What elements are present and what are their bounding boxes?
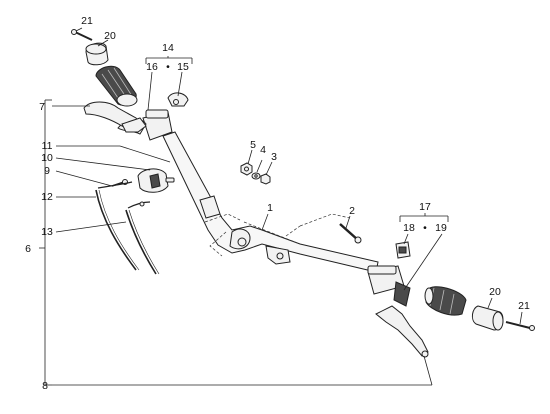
callout-2: 2 [349, 205, 355, 217]
switch-18 [395, 241, 411, 259]
right-master-cylinder [367, 265, 411, 307]
callout-13: 13 [41, 226, 53, 238]
callout-20-left: 20 [104, 30, 116, 42]
grip-20-left [85, 42, 109, 66]
callout-17: 17 [419, 201, 431, 213]
callout-8: 8 [42, 380, 48, 392]
cable-12 [95, 181, 140, 271]
callout-11: 11 [42, 140, 53, 152]
callout-3: 3 [271, 151, 277, 163]
leader-lines [52, 27, 523, 386]
nut-3 [260, 173, 271, 185]
brake-lever-right [375, 305, 429, 358]
callout-14: 14 [162, 42, 174, 54]
callout-17-bullet: • [423, 222, 427, 234]
callout-18: 18 [403, 222, 415, 234]
callout-9: 9 [44, 165, 50, 177]
washer-4 [251, 172, 261, 180]
callout-labels: 21 20 14 16 • 15 7 5 4 3 11 10 9 12 13 6… [25, 15, 530, 392]
nut-5 [240, 162, 253, 176]
bolt-2 [339, 223, 362, 244]
callout-5: 5 [250, 139, 256, 151]
brake-lever-7 [83, 101, 147, 133]
callout-14-bullet: • [166, 61, 170, 73]
cable-13 [125, 201, 160, 275]
callout-12: 12 [41, 191, 53, 203]
grip-left [95, 65, 138, 107]
grip-end-20-right [471, 305, 504, 331]
callout-7: 7 [39, 101, 45, 113]
callout-15: 15 [177, 61, 189, 73]
callout-21-left: 21 [81, 15, 93, 27]
callout-16: 16 [146, 61, 158, 73]
callout-19: 19 [435, 222, 447, 234]
callout-1: 1 [267, 202, 273, 214]
callout-6: 6 [25, 243, 31, 255]
bolt-21-left [71, 29, 93, 41]
callout-20-right: 20 [489, 286, 501, 298]
switch-housing [137, 168, 175, 193]
clamp-15 [167, 92, 189, 107]
group-bracket-6 [39, 99, 52, 386]
callout-4: 4 [260, 144, 266, 156]
handlebar-tube [162, 131, 379, 273]
bolt-21-right [505, 321, 535, 331]
grip-right [424, 286, 467, 316]
callout-21-right: 21 [518, 300, 530, 312]
callout-10: 10 [41, 152, 53, 164]
